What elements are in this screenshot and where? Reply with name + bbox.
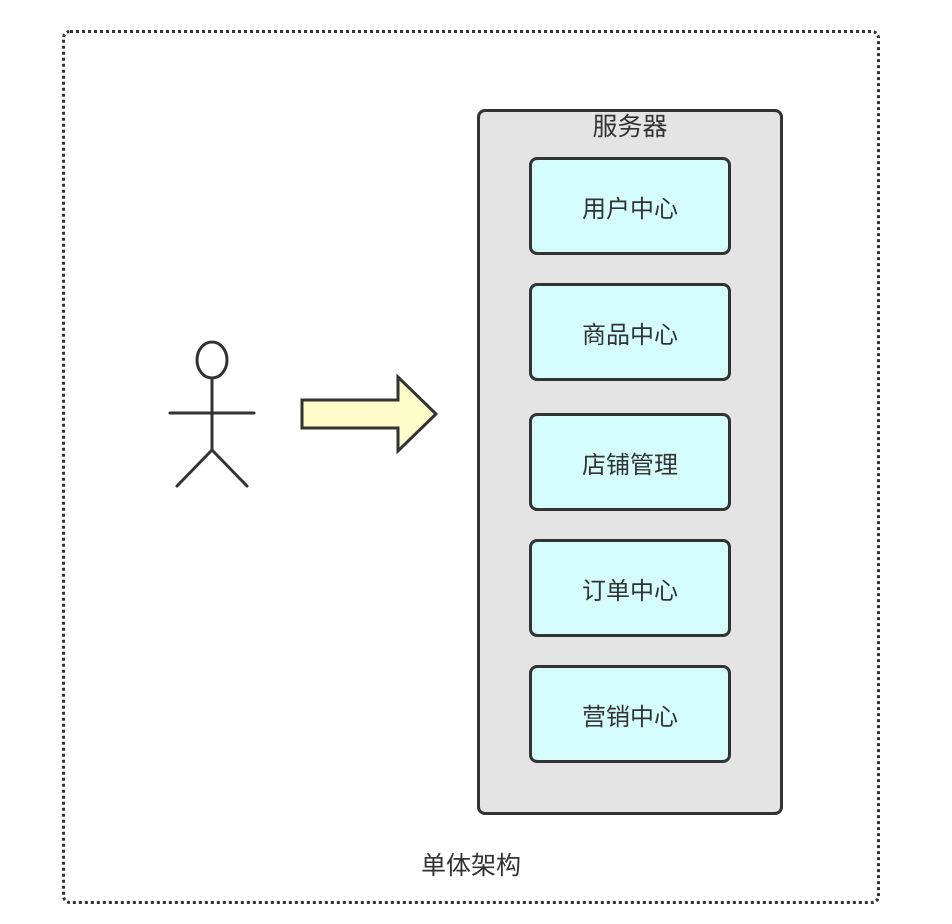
module-product-center: 商品中心 (529, 283, 731, 381)
right-arrow-icon (300, 373, 439, 455)
module-store-management: 店铺管理 (529, 413, 731, 511)
monolith-label: 单体架构 (420, 851, 521, 880)
module-user-center: 用户中心 (529, 157, 731, 255)
module-marketing-center: 营销中心 (529, 665, 731, 763)
monolith-frame (62, 30, 880, 904)
server-title: 服务器 (592, 112, 668, 141)
user-actor-icon (168, 340, 256, 488)
module-order-center: 订单中心 (529, 539, 731, 637)
